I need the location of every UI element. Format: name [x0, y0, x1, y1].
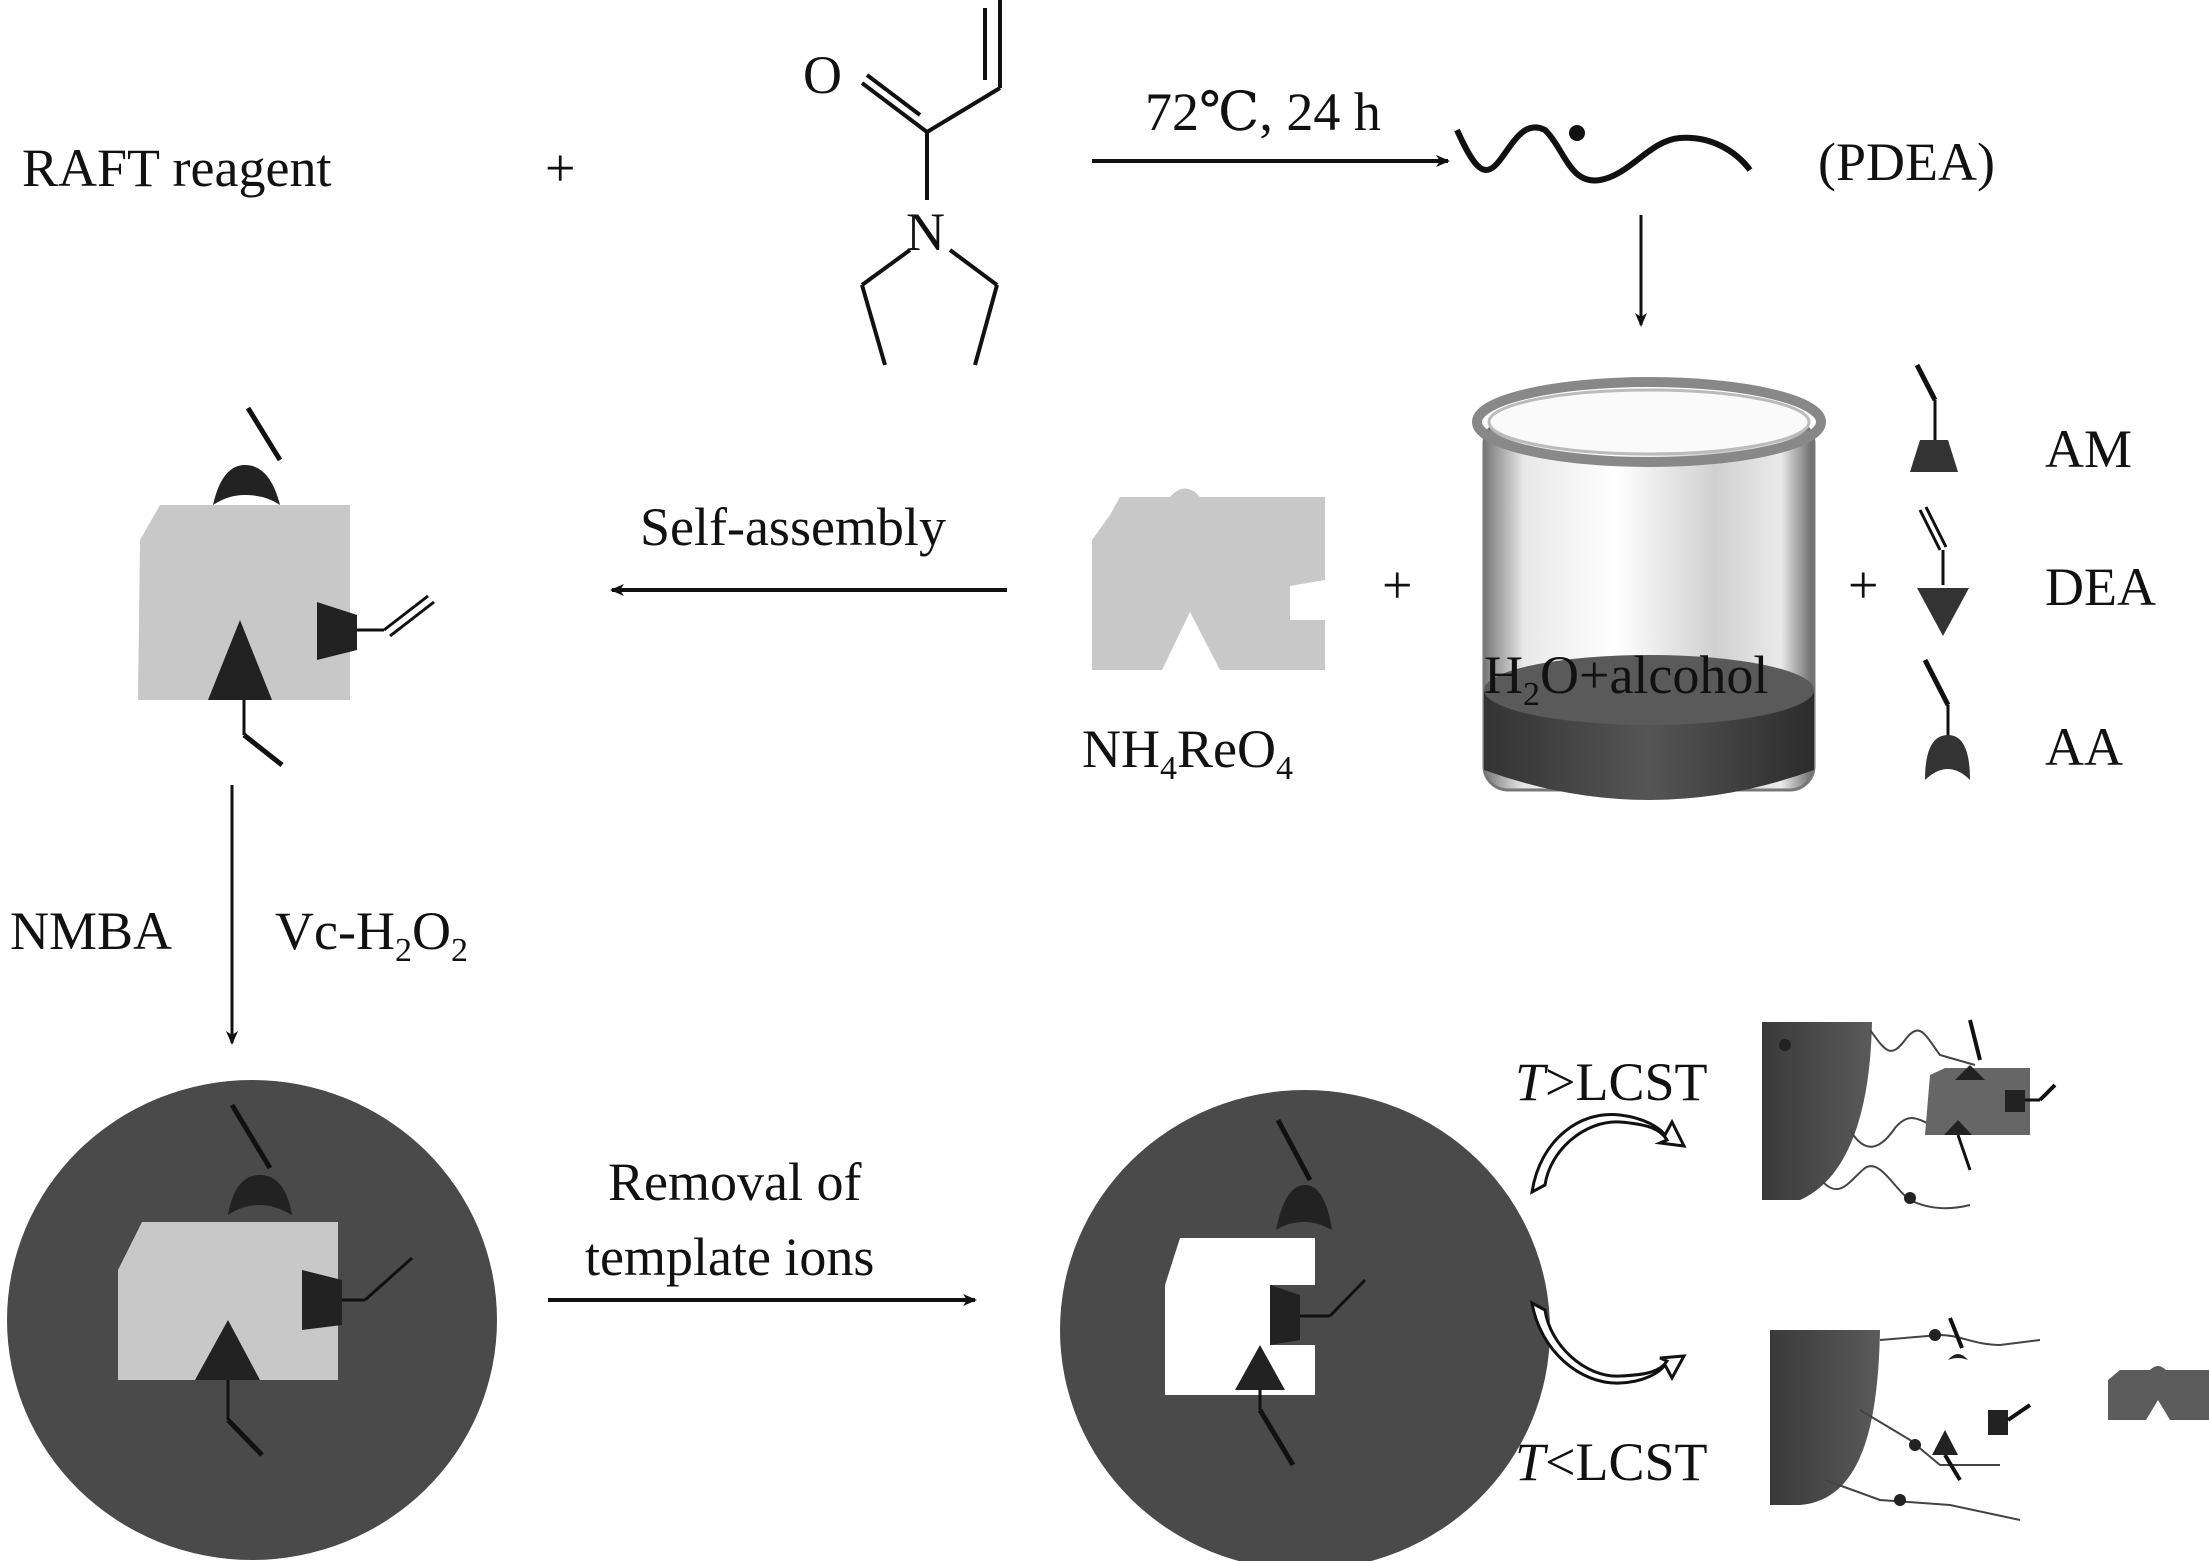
- removal-label-line2: template ions: [585, 1227, 875, 1287]
- solvent-subscript: 2: [1523, 675, 1540, 713]
- template-mid: ReO: [1177, 719, 1276, 779]
- nitrogen-atom-label: N: [906, 202, 945, 262]
- initiator-subscript-1: 2: [394, 931, 412, 969]
- template-subscript-1: 4: [1160, 749, 1177, 787]
- plus-sign-1: +: [545, 138, 576, 198]
- released-template-icon: [2108, 1366, 2209, 1420]
- reaction-condition-label: 72℃, 24 h: [1145, 82, 1381, 142]
- dea-monomer-icon: [1917, 506, 1969, 636]
- am-label: AM: [2045, 419, 2133, 479]
- solvent-suffix: O+alcohol: [1540, 645, 1769, 705]
- dea-monomer-structure: [860, 0, 1002, 366]
- template-subscript-2: 4: [1275, 749, 1293, 787]
- template-prefix: NH: [1082, 719, 1160, 779]
- heating-curved-arrow-icon: [1530, 1112, 1687, 1195]
- plus-sign-3: +: [1848, 555, 1879, 615]
- aa-label: AA: [2045, 717, 2123, 777]
- initiator-label: Vc-H2O2: [275, 901, 468, 967]
- below-lcst-T: T: [1515, 1432, 1546, 1492]
- assembled-complex-icon: [138, 406, 435, 767]
- crosslinker-label: NMBA: [10, 901, 173, 961]
- below-lcst-text: <LCST: [1545, 1432, 1708, 1492]
- above-lcst-label: T>LCST: [1515, 1055, 1708, 1109]
- solvent-label: H2O+alcohol: [1484, 645, 1769, 711]
- self-assembly-label: Self-assembly: [640, 497, 946, 557]
- imprinted-particle-with-cavity: [1060, 1090, 1550, 1561]
- cooling-curved-arrow-icon: [1530, 1300, 1687, 1385]
- pdea-label: (PDEA): [1818, 132, 1995, 192]
- plus-sign-2: +: [1382, 555, 1413, 615]
- oxygen-atom-label: O: [803, 45, 842, 105]
- template-ion-label: NH4ReO4: [1082, 719, 1293, 785]
- pdea-chain-icon: [1454, 124, 1753, 184]
- am-monomer-icon: [1910, 363, 1958, 472]
- below-lcst-label: T<LCST: [1515, 1435, 1708, 1489]
- dea-label: DEA: [2045, 557, 2156, 617]
- initiator-mid: O: [411, 901, 451, 961]
- template-ion-icon: [1092, 488, 1325, 670]
- imprinted-particle-with-template: [7, 1080, 497, 1560]
- solvent-prefix: H: [1484, 645, 1523, 705]
- above-lcst-T: T: [1515, 1052, 1546, 1112]
- initiator-prefix: Vc-H: [275, 901, 395, 961]
- beaker-icon: [1472, 377, 1826, 800]
- initiator-subscript-2: 2: [450, 931, 468, 969]
- removal-label-line1: Removal of: [608, 1152, 862, 1212]
- raft-reagent-label: RAFT reagent: [22, 138, 332, 198]
- collapsed-state-binding: [1762, 1019, 2057, 1210]
- aa-monomer-icon: [1922, 658, 1970, 780]
- above-lcst-text: >LCST: [1545, 1052, 1708, 1112]
- swollen-state-release: [1770, 1317, 2209, 1521]
